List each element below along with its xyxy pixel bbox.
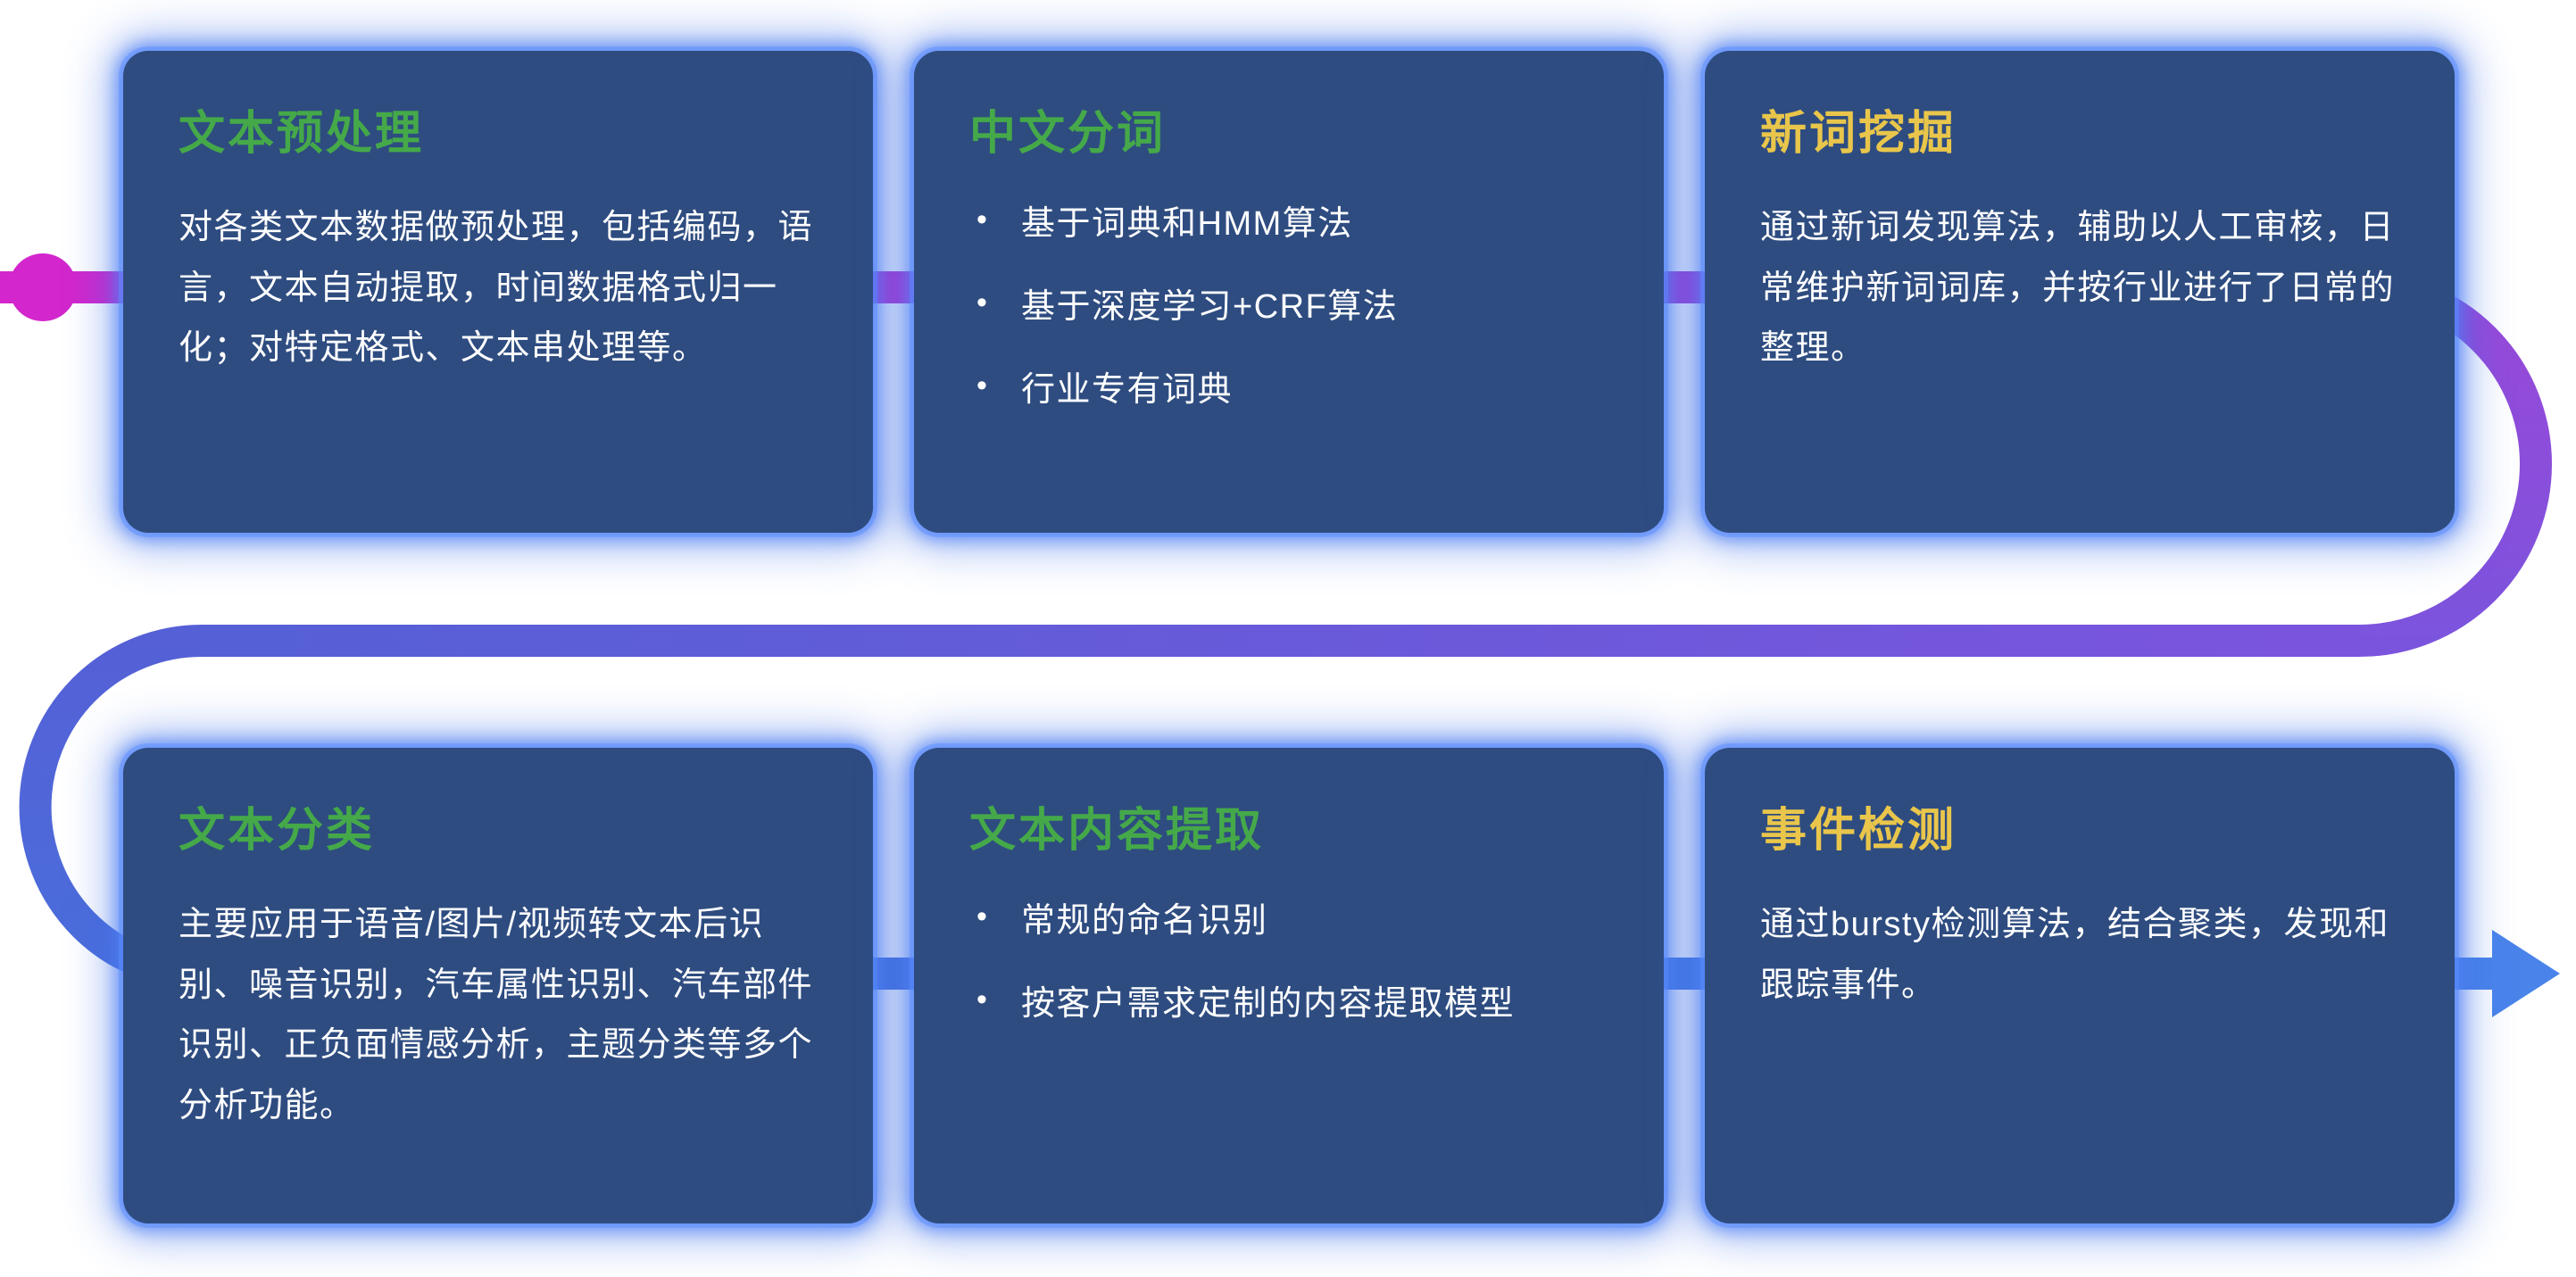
card-bullet-list: 基于词典和HMM算法 基于深度学习+CRF算法 行业专有词典 — [969, 196, 1608, 417]
card-text-content-extraction: 文本内容提取 常规的命名识别 按客户需求定制的内容提取模型 — [914, 748, 1664, 1223]
card-new-word-mining: 新词挖掘 通过新词发现算法，辅助以人工审核，日常维护新词词库，并按行业进行了日常… — [1705, 51, 2455, 533]
card-title: 文本预处理 — [179, 108, 425, 160]
card-title: 文本分类 — [179, 805, 376, 857]
flow-arrow-icon — [2492, 930, 2560, 1017]
flow-start-dot — [9, 253, 77, 321]
bullet-item: 常规的命名识别 — [969, 893, 1608, 948]
card-title: 事件检测 — [1760, 805, 1957, 857]
bullet-item: 基于词典和HMM算法 — [969, 196, 1608, 251]
card-chinese-word-segmentation: 中文分词 基于词典和HMM算法 基于深度学习+CRF算法 行业专有词典 — [914, 51, 1664, 533]
card-text-classification: 文本分类 主要应用于语音/图片/视频转文本后识别、噪音识别，汽车属性识别、汽车部… — [123, 748, 873, 1223]
card-text-preprocessing: 文本预处理 对各类文本数据做预处理，包括编码，语言，文本自动提取，时间数据格式归… — [123, 51, 873, 533]
card-event-detection: 事件检测 通过bursty检测算法，结合聚类，发现和跟踪事件。 — [1705, 748, 2455, 1223]
card-title: 新词挖掘 — [1760, 108, 1957, 160]
bullet-item: 基于深度学习+CRF算法 — [969, 279, 1608, 334]
card-body: 主要应用于语音/图片/视频转文本后识别、噪音识别，汽车属性识别、汽车部件识别、正… — [179, 906, 814, 1124]
card-title: 文本内容提取 — [969, 805, 1265, 857]
card-body: 通过bursty检测算法，结合聚类，发现和跟踪事件。 — [1760, 906, 2389, 1004]
card-title: 中文分词 — [969, 108, 1167, 160]
card-body: 对各类文本数据做预处理，包括编码，语言，文本自动提取，时间数据格式归一化；对特定… — [179, 209, 814, 368]
bullet-item: 按客户需求定制的内容提取模型 — [969, 976, 1608, 1031]
card-bullet-list: 常规的命名识别 按客户需求定制的内容提取模型 — [969, 893, 1608, 1031]
card-body: 通过新词发现算法，辅助以人工审核，日常维护新词词库，并按行业进行了日常的整理。 — [1760, 209, 2396, 368]
bullet-item: 行业专有词典 — [969, 362, 1608, 417]
